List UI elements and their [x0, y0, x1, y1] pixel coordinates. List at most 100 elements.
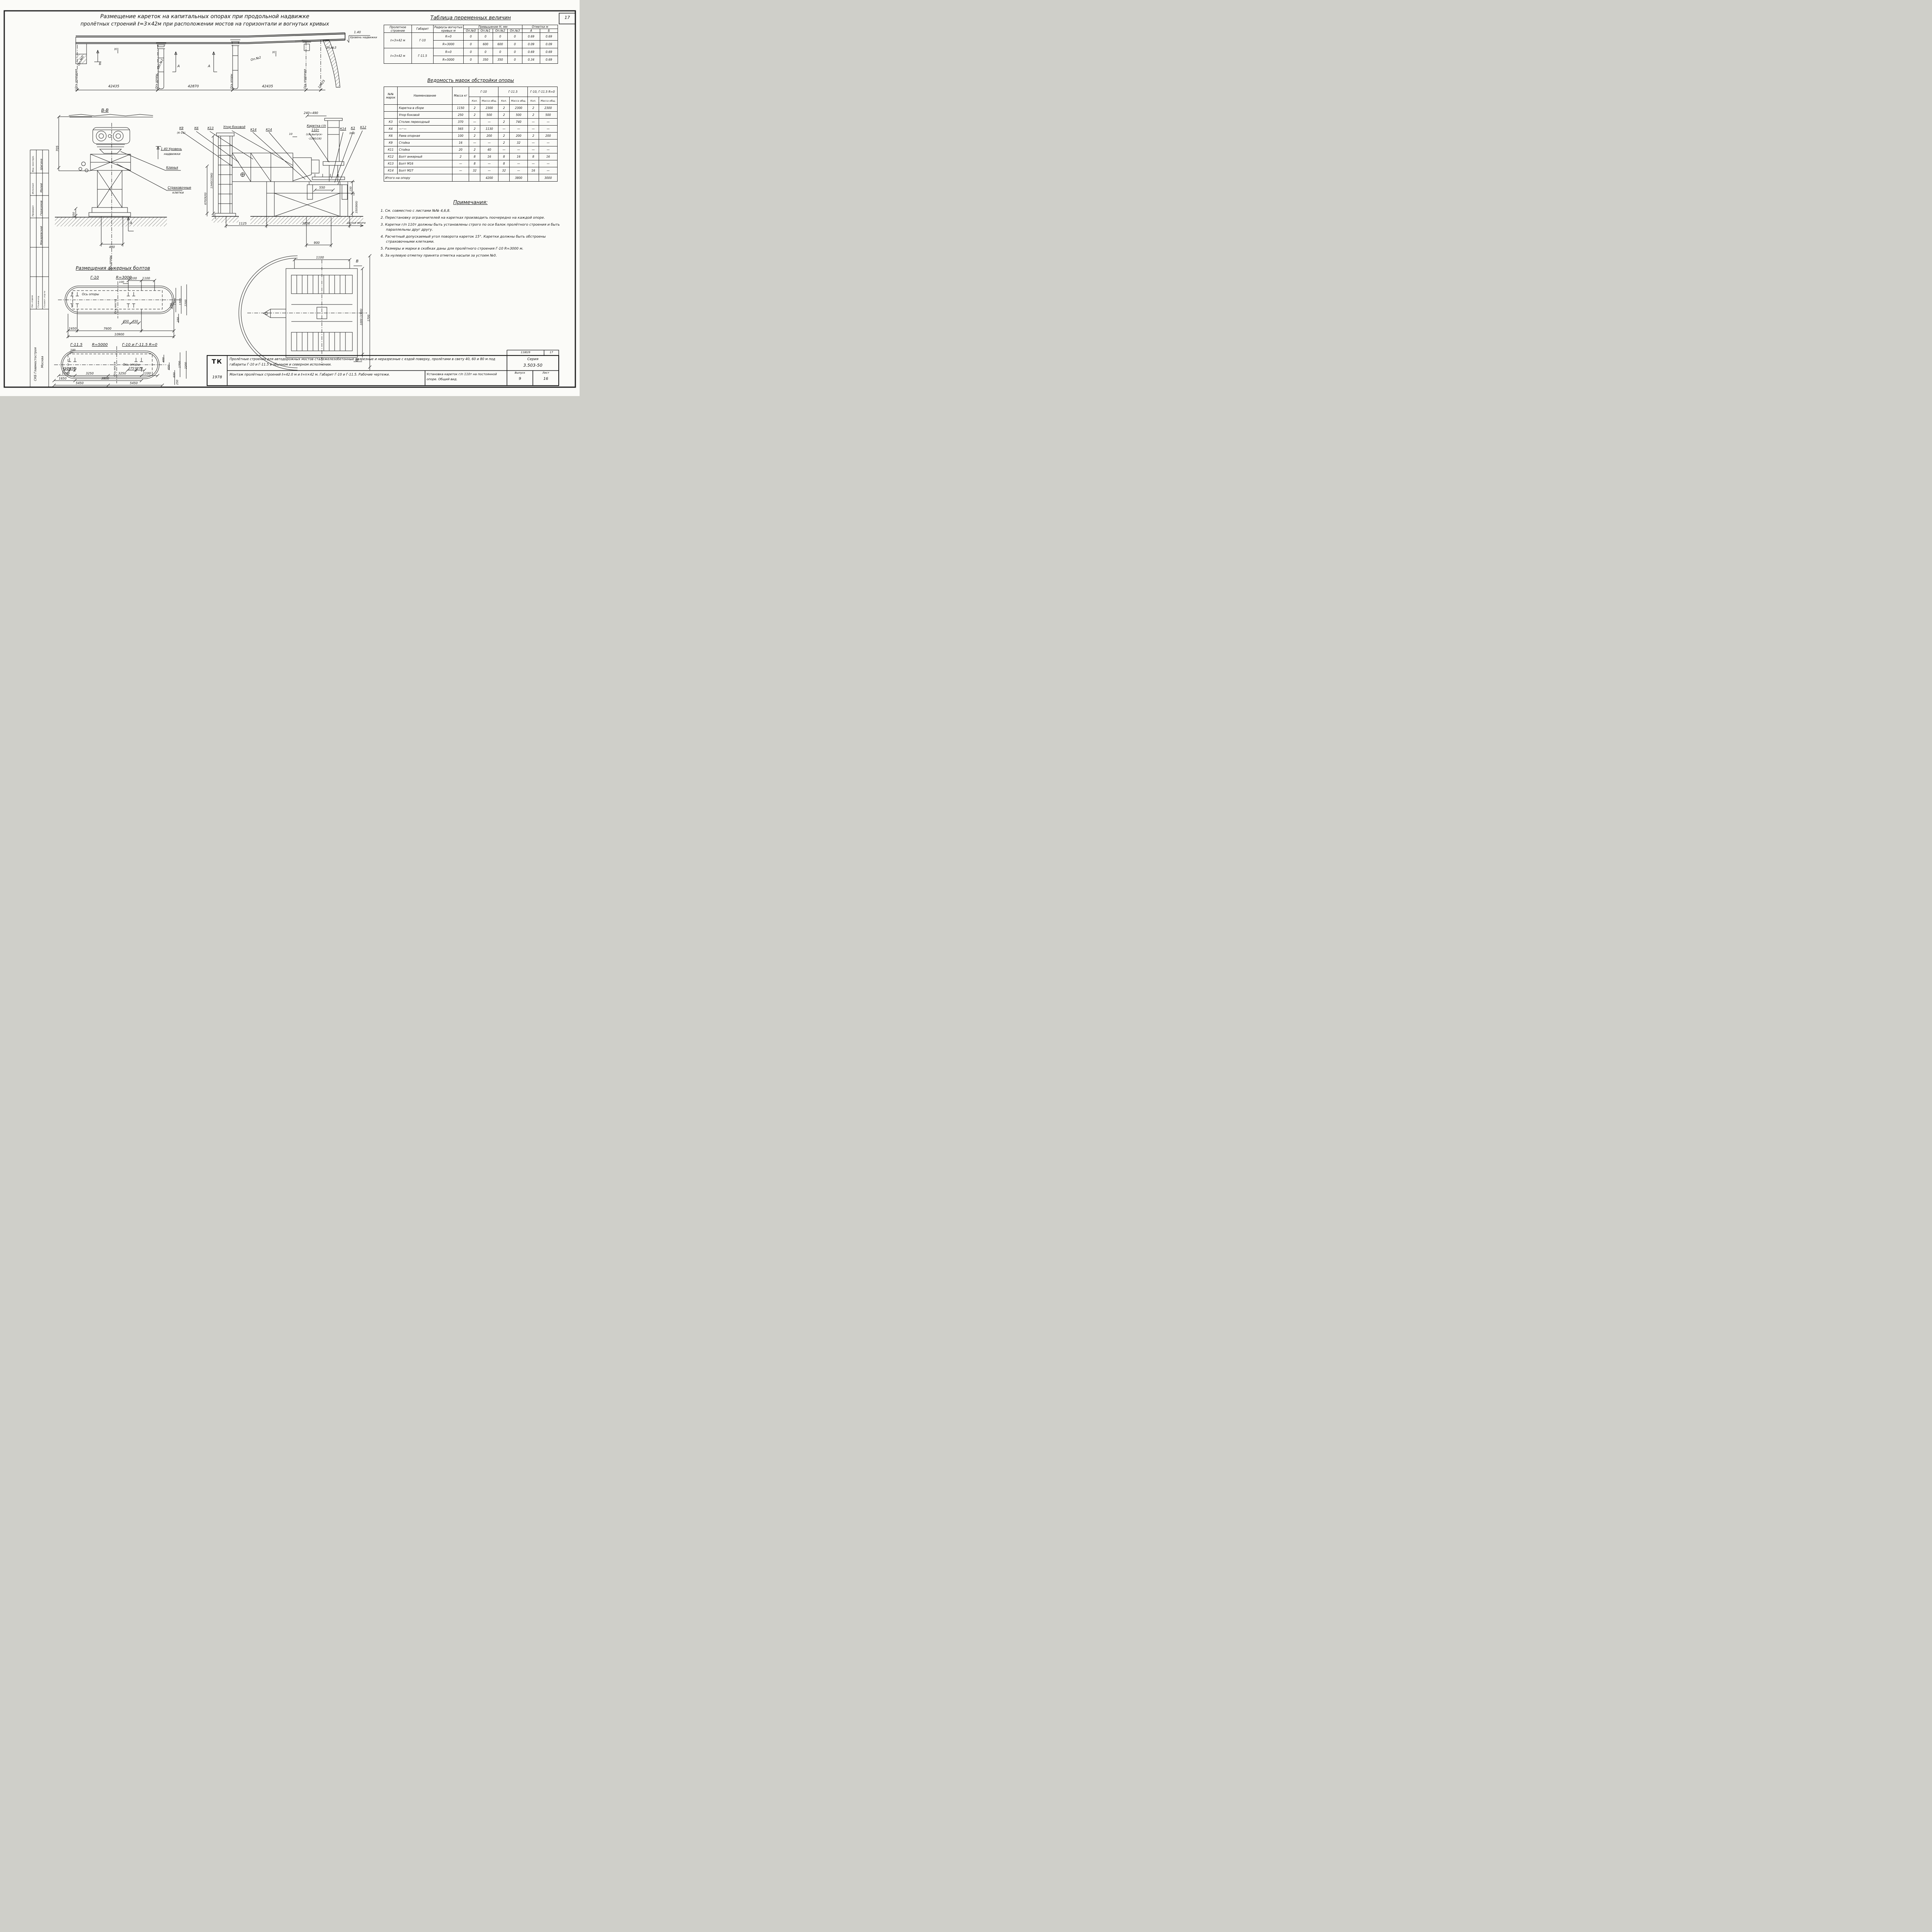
anchors-d2200b: 2200: [184, 362, 187, 369]
anchors-v2b: R=5000: [92, 343, 108, 347]
dim-350-800: 350(800): [355, 201, 358, 213]
anchors-d275b: 275: [137, 367, 143, 370]
plan-marker-b-top: В: [356, 259, 359, 264]
callout-upor: Упор боковой: [223, 125, 245, 129]
anchors-d100-r: 100: [170, 303, 173, 308]
anchors-d450a: 450: [123, 320, 129, 323]
bb-level-line2: надвижки: [164, 152, 180, 156]
callout-k14c: К14: [340, 127, 346, 131]
anchors-d250a: 250: [177, 317, 180, 322]
plan-dim-1700: 1700: [367, 315, 370, 321]
signature-org: СКБ Главмостостроя: [34, 347, 37, 381]
anchors-d3800: 3800: [101, 377, 109, 380]
anchors-d1650a: 1650: [69, 327, 77, 330]
dim-5b: 5: [353, 194, 355, 196]
drawing-sheet: Размещение кареток на капитальных опорах…: [0, 0, 580, 396]
dim-900: 900: [314, 241, 320, 245]
anchors-d100-b: 100: [70, 349, 76, 352]
marker-a2: А: [208, 65, 211, 68]
note-item: 2. Перестановку ограничителей на каретка…: [381, 216, 545, 220]
note-item: 6. За нулевую отметку принята отметка на…: [381, 253, 497, 258]
marks-table: №№ марок Наименование Масса кг Г-10 Г-11…: [383, 87, 558, 182]
anchor-bottom-drawing: [52, 346, 187, 387]
main-title-line2: пролётных строений ℓ=3×42м при расположе…: [80, 21, 329, 27]
callout-10: 10: [289, 133, 293, 136]
corner-box: [559, 13, 576, 24]
anchors-d3250b: 3250: [118, 372, 126, 375]
callout-k14a: К14: [250, 128, 257, 131]
table2-title: Ведомость марок обстройки опоры: [427, 78, 514, 83]
dim-42435-a: 42435: [108, 85, 119, 88]
titleblock-issue: 9: [519, 377, 521, 381]
note-item: 4. Расчетный допускаемый угол поворота к…: [381, 235, 546, 244]
note-item: 1. См. совместно с листами №№ 4,6,8.: [381, 209, 451, 213]
main-title-line1: Размещение кареток на капитальных опорах…: [100, 14, 310, 20]
dim-5a: 5: [215, 217, 216, 220]
anchors-axis-most-1: Ось моста: [114, 299, 117, 314]
axis-label-2: Ось опоры: [230, 74, 233, 89]
anchors-axis-opora-2: Ось опоры: [123, 363, 140, 366]
carriage-line4: -1180/16): [308, 137, 322, 140]
dim-1340: 1340(1590): [210, 172, 213, 189]
anchors-title: Размещения анкерных болтов: [76, 265, 150, 271]
note-item: 5. Размеры и марки в скобках даны для пр…: [381, 247, 524, 251]
anchors-d275a: 275: [128, 367, 134, 370]
anchors-d1100d: 1100: [143, 372, 151, 375]
anchors-d650a: 650: [167, 364, 170, 370]
signature-name-b: Малий: [40, 183, 43, 192]
signature-name-a: Шигина: [40, 158, 43, 170]
callout-k6: К6: [194, 126, 199, 130]
titleblock-doc-number: 1180/9: [520, 351, 531, 354]
axis-label-1: Ось опоры: [155, 74, 158, 89]
anchors-v2a: Г-11.5: [70, 343, 83, 347]
plan-dim-1000: 1000 (1500): [360, 308, 363, 325]
anchors-axis-most-2: Ось моста: [113, 362, 116, 377]
sheet-frame: [3, 10, 576, 388]
bb-cages-line2: клетки: [172, 191, 184, 194]
titleblock-row1: Пролётные строения для автодорожных мост…: [230, 357, 495, 367]
anchors-d3250a: 3250: [86, 372, 94, 375]
signature-grid: [30, 150, 49, 387]
plan-drawing: [238, 254, 372, 371]
table1-title: Таблица переменных величин: [430, 15, 511, 21]
anchors-v1b: R=3000: [116, 276, 132, 280]
callout-k3: К3: [351, 126, 355, 130]
section-bb-drawing: [55, 114, 182, 270]
signature-name-c: Герасимов: [40, 200, 43, 216]
signature-city: Москва: [41, 356, 44, 368]
anchors-d450c: 450: [63, 367, 69, 370]
notes-block: Примечания: 1. См. совместно с листами №…: [381, 200, 560, 260]
callout-k4: (К4): [349, 132, 355, 135]
anchors-d2200a: 2200: [184, 299, 187, 306]
anchors-v3: Г-10 и Г-11.5 R=0: [122, 343, 158, 347]
elevation-drawing: [75, 32, 370, 92]
line-art: [3, 10, 576, 388]
callout-k13: К13: [207, 126, 214, 130]
support-label-2: Оп.№2: [250, 55, 262, 62]
dim-10425: 10425: [317, 79, 326, 89]
anchors-d1100a: 1100: [129, 277, 137, 280]
carriage-line1: Каретка г/п: [307, 124, 326, 128]
variables-table: Пролетное строение Габарит Радиусы вогну…: [384, 25, 558, 64]
anchors-d100-top: 100: [119, 281, 124, 284]
bb-marker-a: А: [130, 221, 133, 225]
bb-dim-705: 705: [56, 145, 59, 151]
support-label-0: Оп.№0: [77, 55, 85, 66]
anchor-top-drawing: [58, 279, 187, 338]
titleblock-list-label: Лист: [542, 371, 549, 374]
bb-wedges: Клинья: [166, 166, 178, 169]
marker-b: Б: [99, 62, 102, 66]
anchors-d7600: 7600: [104, 327, 112, 330]
dim-150: 150: [349, 186, 352, 192]
anchors-d250b: 250: [176, 379, 179, 385]
dim-range: 240÷490: [304, 111, 318, 115]
anchors-d450d: 450: [70, 367, 76, 370]
section-bb-title: В-В: [101, 108, 109, 113]
anchors-d400: 400: [162, 357, 165, 362]
titleblock-grid: [206, 350, 560, 386]
assembly-drawing: [181, 114, 364, 247]
dim-42870: 42870: [188, 85, 199, 88]
plan-marker-b-bottom: В: [356, 358, 359, 362]
note-item: 3. Каретки г/п 110т должны быть установл…: [381, 223, 560, 232]
corner-number: 17: [565, 15, 570, 20]
